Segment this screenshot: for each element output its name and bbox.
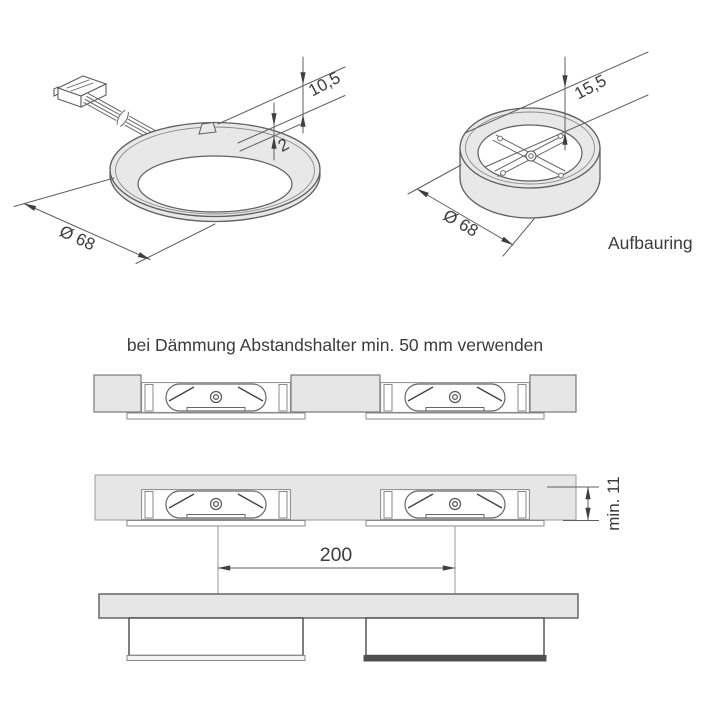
fixture-section — [140, 381, 292, 414]
extension-line — [13, 177, 115, 207]
extension-line — [237, 95, 346, 144]
section-surface-mounted — [98, 593, 579, 662]
cable-break-icon — [120, 111, 129, 127]
connector-side-face — [80, 83, 107, 108]
dim-diameter-recessed — [13, 177, 216, 264]
dim-center-spacing-label: 200 — [320, 544, 353, 566]
trim-plate — [365, 520, 545, 527]
dim-height-label: 15,5 — [571, 71, 609, 103]
dim-min-depth — [547, 486, 599, 521]
dim-min-depth-label: min. 11 — [604, 476, 623, 531]
trim-plate — [126, 412, 306, 420]
mounting-ring — [459, 107, 601, 219]
insulation-note: bei Dämmung Abstandshalter min. 50 mm ve… — [127, 335, 543, 355]
cable-break-icon — [116, 109, 126, 125]
dim-line — [23, 203, 151, 260]
dim-rim-2 — [239, 102, 301, 161]
spacer-block — [529, 374, 577, 413]
cable-connector — [53, 75, 108, 108]
luminaire-diffuser-dark — [363, 655, 547, 662]
screw-hole — [558, 172, 564, 179]
section-with-spacers — [93, 374, 577, 420]
fixture-section — [379, 381, 531, 414]
dim-depth-10-5 — [217, 56, 346, 144]
extension-line — [239, 124, 301, 152]
panel — [98, 593, 579, 619]
extension-line — [217, 66, 346, 125]
surface-luminaire — [128, 617, 304, 657]
dim-diameter-label: Ø 68 — [57, 222, 98, 255]
fixture-section — [379, 488, 531, 521]
screw-hole — [497, 135, 503, 142]
extension-line — [464, 51, 649, 134]
luminaire-diffuser — [126, 655, 306, 661]
dim-diameter-label: Ø 68 — [440, 206, 481, 241]
aufbauring-label: Aufbauring — [608, 233, 693, 253]
extension-line — [484, 94, 649, 168]
cross-bracket — [492, 133, 568, 179]
trim-plate — [126, 520, 306, 527]
cable-entry-tab — [198, 121, 217, 135]
spacer-block — [290, 374, 381, 413]
surface-ring-view: 15,5 Ø 68 Aufbauring — [407, 51, 693, 257]
dim-line — [416, 188, 514, 246]
downlight-ring — [109, 121, 321, 223]
extension-line — [135, 223, 216, 264]
dim-diameter-surface — [407, 164, 535, 257]
fixture-section — [140, 488, 292, 521]
dim-depth-label: 10,5 — [305, 68, 343, 100]
recessed-downlight-view: 10,5 2 Ø 68 — [13, 56, 346, 264]
screw-hole — [500, 170, 506, 176]
spacer-block — [93, 374, 142, 413]
dim-height-15-5 — [464, 51, 649, 168]
trim-plate — [365, 412, 545, 420]
extension-line — [502, 218, 535, 257]
extension-line — [407, 164, 462, 195]
downlight-aperture — [137, 155, 293, 213]
section-recessed-panel: min. 11 200 — [94, 474, 623, 618]
surface-luminaire — [365, 617, 545, 657]
